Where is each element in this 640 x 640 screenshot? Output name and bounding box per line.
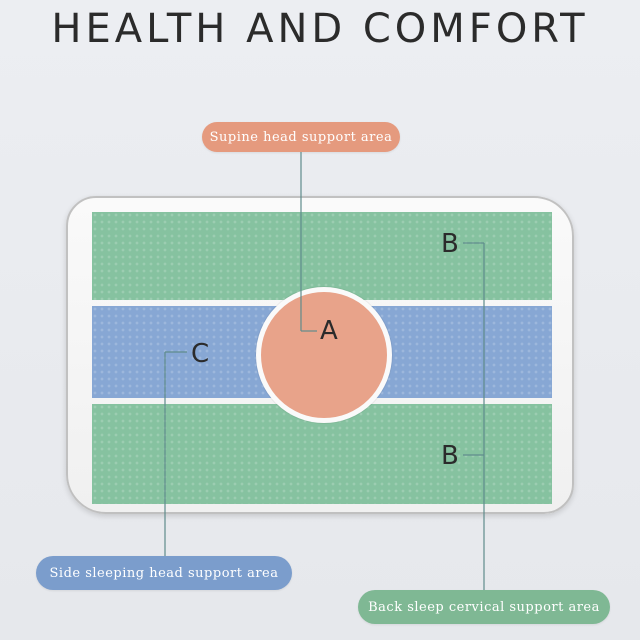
zone-b-top-letter: B <box>441 229 459 259</box>
zone-b-top-band <box>92 212 552 300</box>
supine-head-support-label: Supine head support area <box>202 122 400 152</box>
zone-a-circle <box>256 287 392 423</box>
zone-b-bottom-letter: B <box>441 441 459 471</box>
side-sleeping-head-support-label: Side sleeping head support area <box>36 556 292 590</box>
zone-c-letter: C <box>191 339 210 369</box>
zone-a-letter: A <box>320 316 338 346</box>
page-title: HEALTH AND COMFORT <box>51 6 589 52</box>
back-sleep-cervical-support-label: Back sleep cervical support area <box>358 590 610 624</box>
